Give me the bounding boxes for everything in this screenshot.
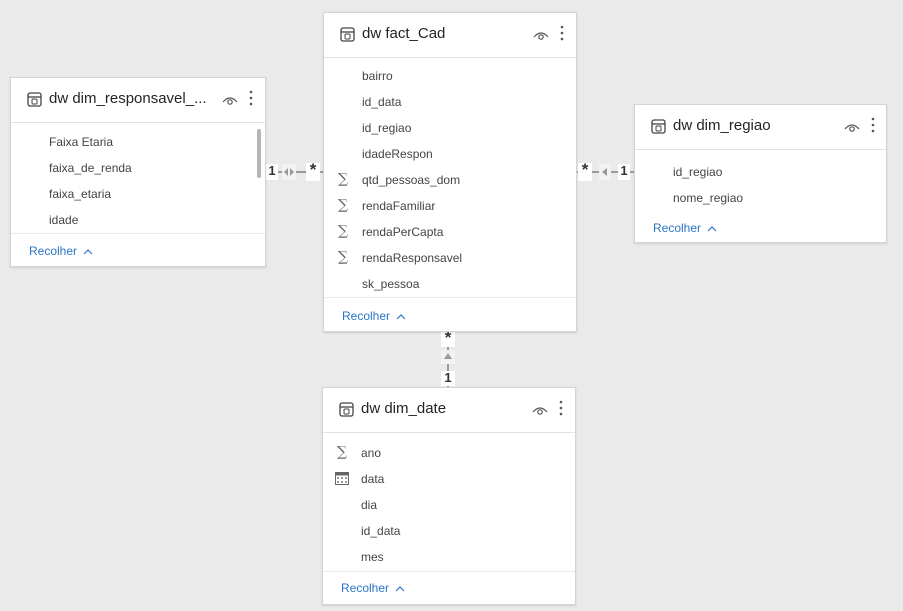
bidirectional-arrow-icon [282, 164, 296, 180]
collapse-link[interactable]: Recolher [653, 221, 717, 235]
field-item[interactable]: id_data [361, 524, 401, 538]
collapse-label: Recolher [653, 221, 702, 235]
divider [324, 297, 576, 298]
field-item[interactable]: qtd_pessoas_dom [362, 173, 461, 187]
cardinality-many-label: * [306, 161, 320, 181]
chevron-up-icon [83, 249, 93, 255]
field-item[interactable]: id_data [362, 95, 402, 109]
divider [11, 233, 265, 234]
collapse-label: Recolher [29, 244, 78, 258]
field-item[interactable]: sk_pessoa [362, 277, 420, 291]
field-item[interactable]: faixa_de_renda [49, 161, 132, 175]
cardinality-one-label: 1 [618, 164, 630, 180]
table-icon [27, 92, 42, 107]
table-card-fact-cad[interactable]: dw fact_Cad bairro id_data id_regiao ida… [323, 12, 577, 332]
cardinality-many-label: * [578, 161, 592, 181]
table-title: dw dim_responsavel_... [49, 90, 207, 107]
sigma-icon: ∑ [338, 171, 348, 187]
field-item[interactable]: idadeRespon [362, 147, 433, 161]
chevron-up-icon [395, 586, 405, 592]
field-item[interactable]: rendaFamiliar [362, 199, 436, 213]
collapse-link[interactable]: Recolher [341, 581, 405, 595]
sigma-icon: ∑ [337, 444, 347, 460]
collapse-link[interactable]: Recolher [29, 244, 93, 258]
chevron-up-icon [707, 226, 717, 232]
calendar-icon [335, 472, 349, 485]
cardinality-one-label: 1 [441, 371, 455, 386]
more-options-icon[interactable] [559, 23, 565, 43]
table-card-header[interactable]: dw dim_date [323, 388, 575, 433]
table-icon [339, 402, 354, 417]
more-options-icon[interactable] [248, 88, 254, 108]
field-item[interactable]: rendaResponsavel [362, 251, 463, 265]
cardinality-one-label: 1 [266, 164, 278, 180]
sigma-icon: ∑ [338, 223, 348, 239]
table-icon [340, 27, 355, 42]
sigma-icon: ∑ [338, 197, 348, 213]
field-item[interactable]: id_regiao [673, 165, 723, 179]
field-item[interactable]: Faixa Etaria [49, 135, 114, 149]
eye-icon[interactable] [844, 121, 860, 133]
table-card-dim-regiao[interactable]: dw dim_regiao id_regiao nome_regiao Reco… [634, 104, 887, 243]
more-options-icon[interactable] [870, 115, 876, 135]
collapse-label: Recolher [342, 309, 391, 323]
field-item[interactable]: bairro [362, 69, 393, 83]
field-item[interactable]: idade [49, 213, 79, 227]
field-item[interactable]: ano [361, 446, 382, 460]
scrollbar-thumb[interactable] [257, 129, 261, 178]
more-options-icon[interactable] [558, 398, 564, 418]
eye-icon[interactable] [533, 29, 549, 41]
field-item[interactable]: rendaPerCapta [362, 225, 444, 239]
collapse-link[interactable]: Recolher [342, 309, 406, 323]
cardinality-many-label: * [441, 329, 455, 347]
field-item[interactable]: id_regiao [362, 121, 412, 135]
collapse-label: Recolher [341, 581, 390, 595]
eye-icon[interactable] [532, 404, 548, 416]
table-title: dw dim_regiao [673, 117, 771, 134]
chevron-up-icon [396, 314, 406, 320]
field-item[interactable]: mes [361, 550, 384, 564]
single-arrow-icon [441, 350, 455, 364]
table-title: dw dim_date [361, 400, 447, 417]
table-icon [651, 119, 666, 134]
table-card-dim-date[interactable]: dw dim_date ∑ ano data dia id_data mes R… [322, 387, 576, 605]
divider [323, 571, 575, 572]
table-card-dim-responsavel[interactable]: dw dim_responsavel_... Faixa Etaria faix… [10, 77, 266, 267]
table-card-header[interactable]: dw fact_Cad [324, 13, 576, 58]
eye-icon[interactable] [222, 94, 238, 106]
field-item[interactable]: data [361, 472, 385, 486]
field-item[interactable]: faixa_etaria [49, 187, 112, 201]
field-item[interactable]: dia [361, 498, 378, 512]
single-arrow-icon [599, 164, 611, 180]
field-item[interactable]: nome_regiao [673, 191, 744, 205]
table-title: dw fact_Cad [362, 25, 446, 42]
table-card-header[interactable]: dw dim_regiao [635, 105, 886, 150]
sigma-icon: ∑ [338, 249, 348, 265]
table-card-header[interactable]: dw dim_responsavel_... [11, 78, 265, 123]
